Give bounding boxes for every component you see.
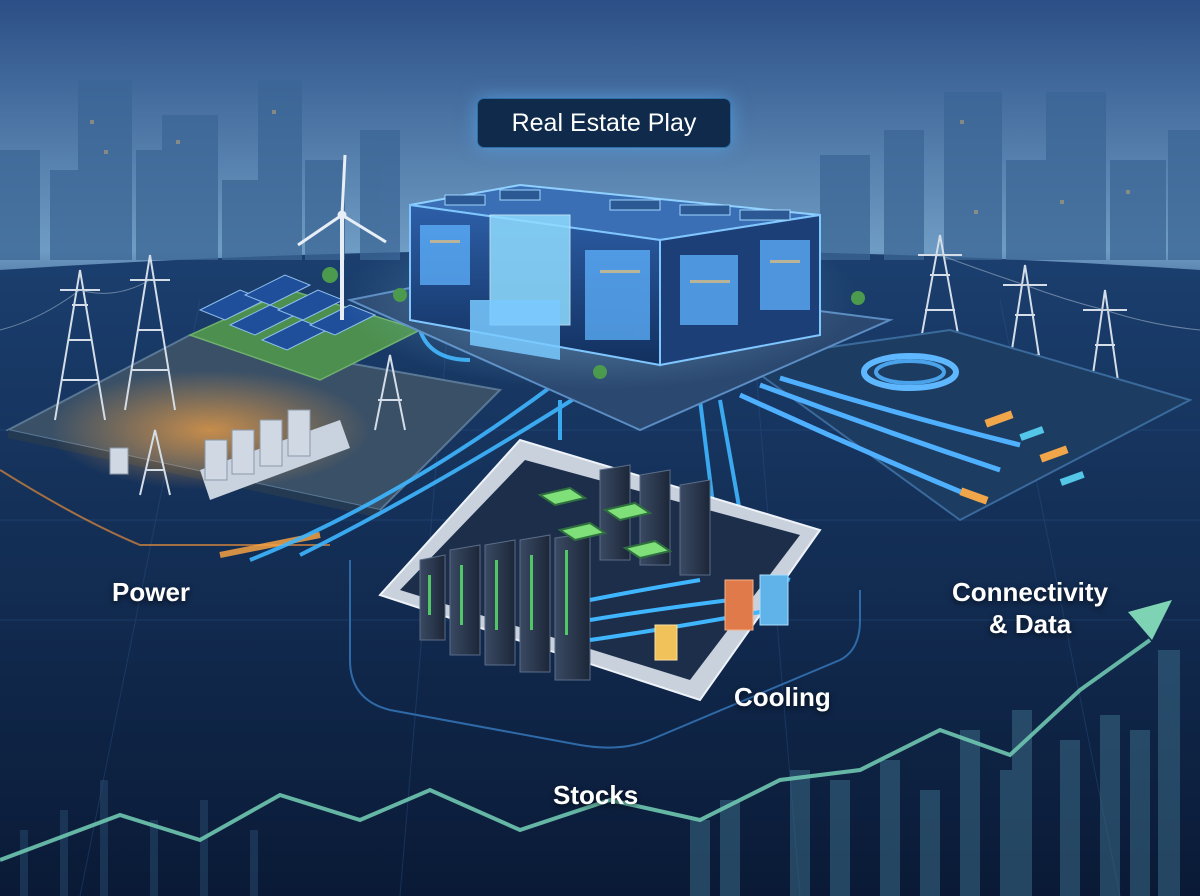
solar-panel-icon [198, 274, 377, 351]
growth-arrow-icon [1128, 600, 1172, 640]
cooling-unit-icon [654, 574, 789, 661]
growth-line [0, 638, 1152, 862]
fiber-cable-icon [861, 353, 959, 391]
power-label: Power [112, 577, 191, 607]
connectivity-label-line2: & Data [988, 609, 1072, 639]
data-center-building-icon [322, 183, 894, 432]
substation-icon [109, 409, 350, 500]
connectivity-label: Connectivity & Data [952, 576, 1108, 640]
page-title: Real Estate Play [511, 108, 697, 137]
title-badge: Real Estate Play [477, 98, 731, 148]
bar-chart-icon [690, 650, 1180, 896]
connectivity-label-line1: Connectivity [952, 577, 1109, 607]
stocks-label: Stocks [553, 780, 639, 810]
chip-icon [537, 486, 673, 560]
server-room [378, 438, 822, 702]
connectivity-platform [737, 328, 1193, 522]
server-rack-icon [419, 464, 711, 681]
cooling-label: Cooling [734, 682, 831, 712]
power-platform [5, 154, 503, 518]
city-skyline [0, 80, 1200, 260]
